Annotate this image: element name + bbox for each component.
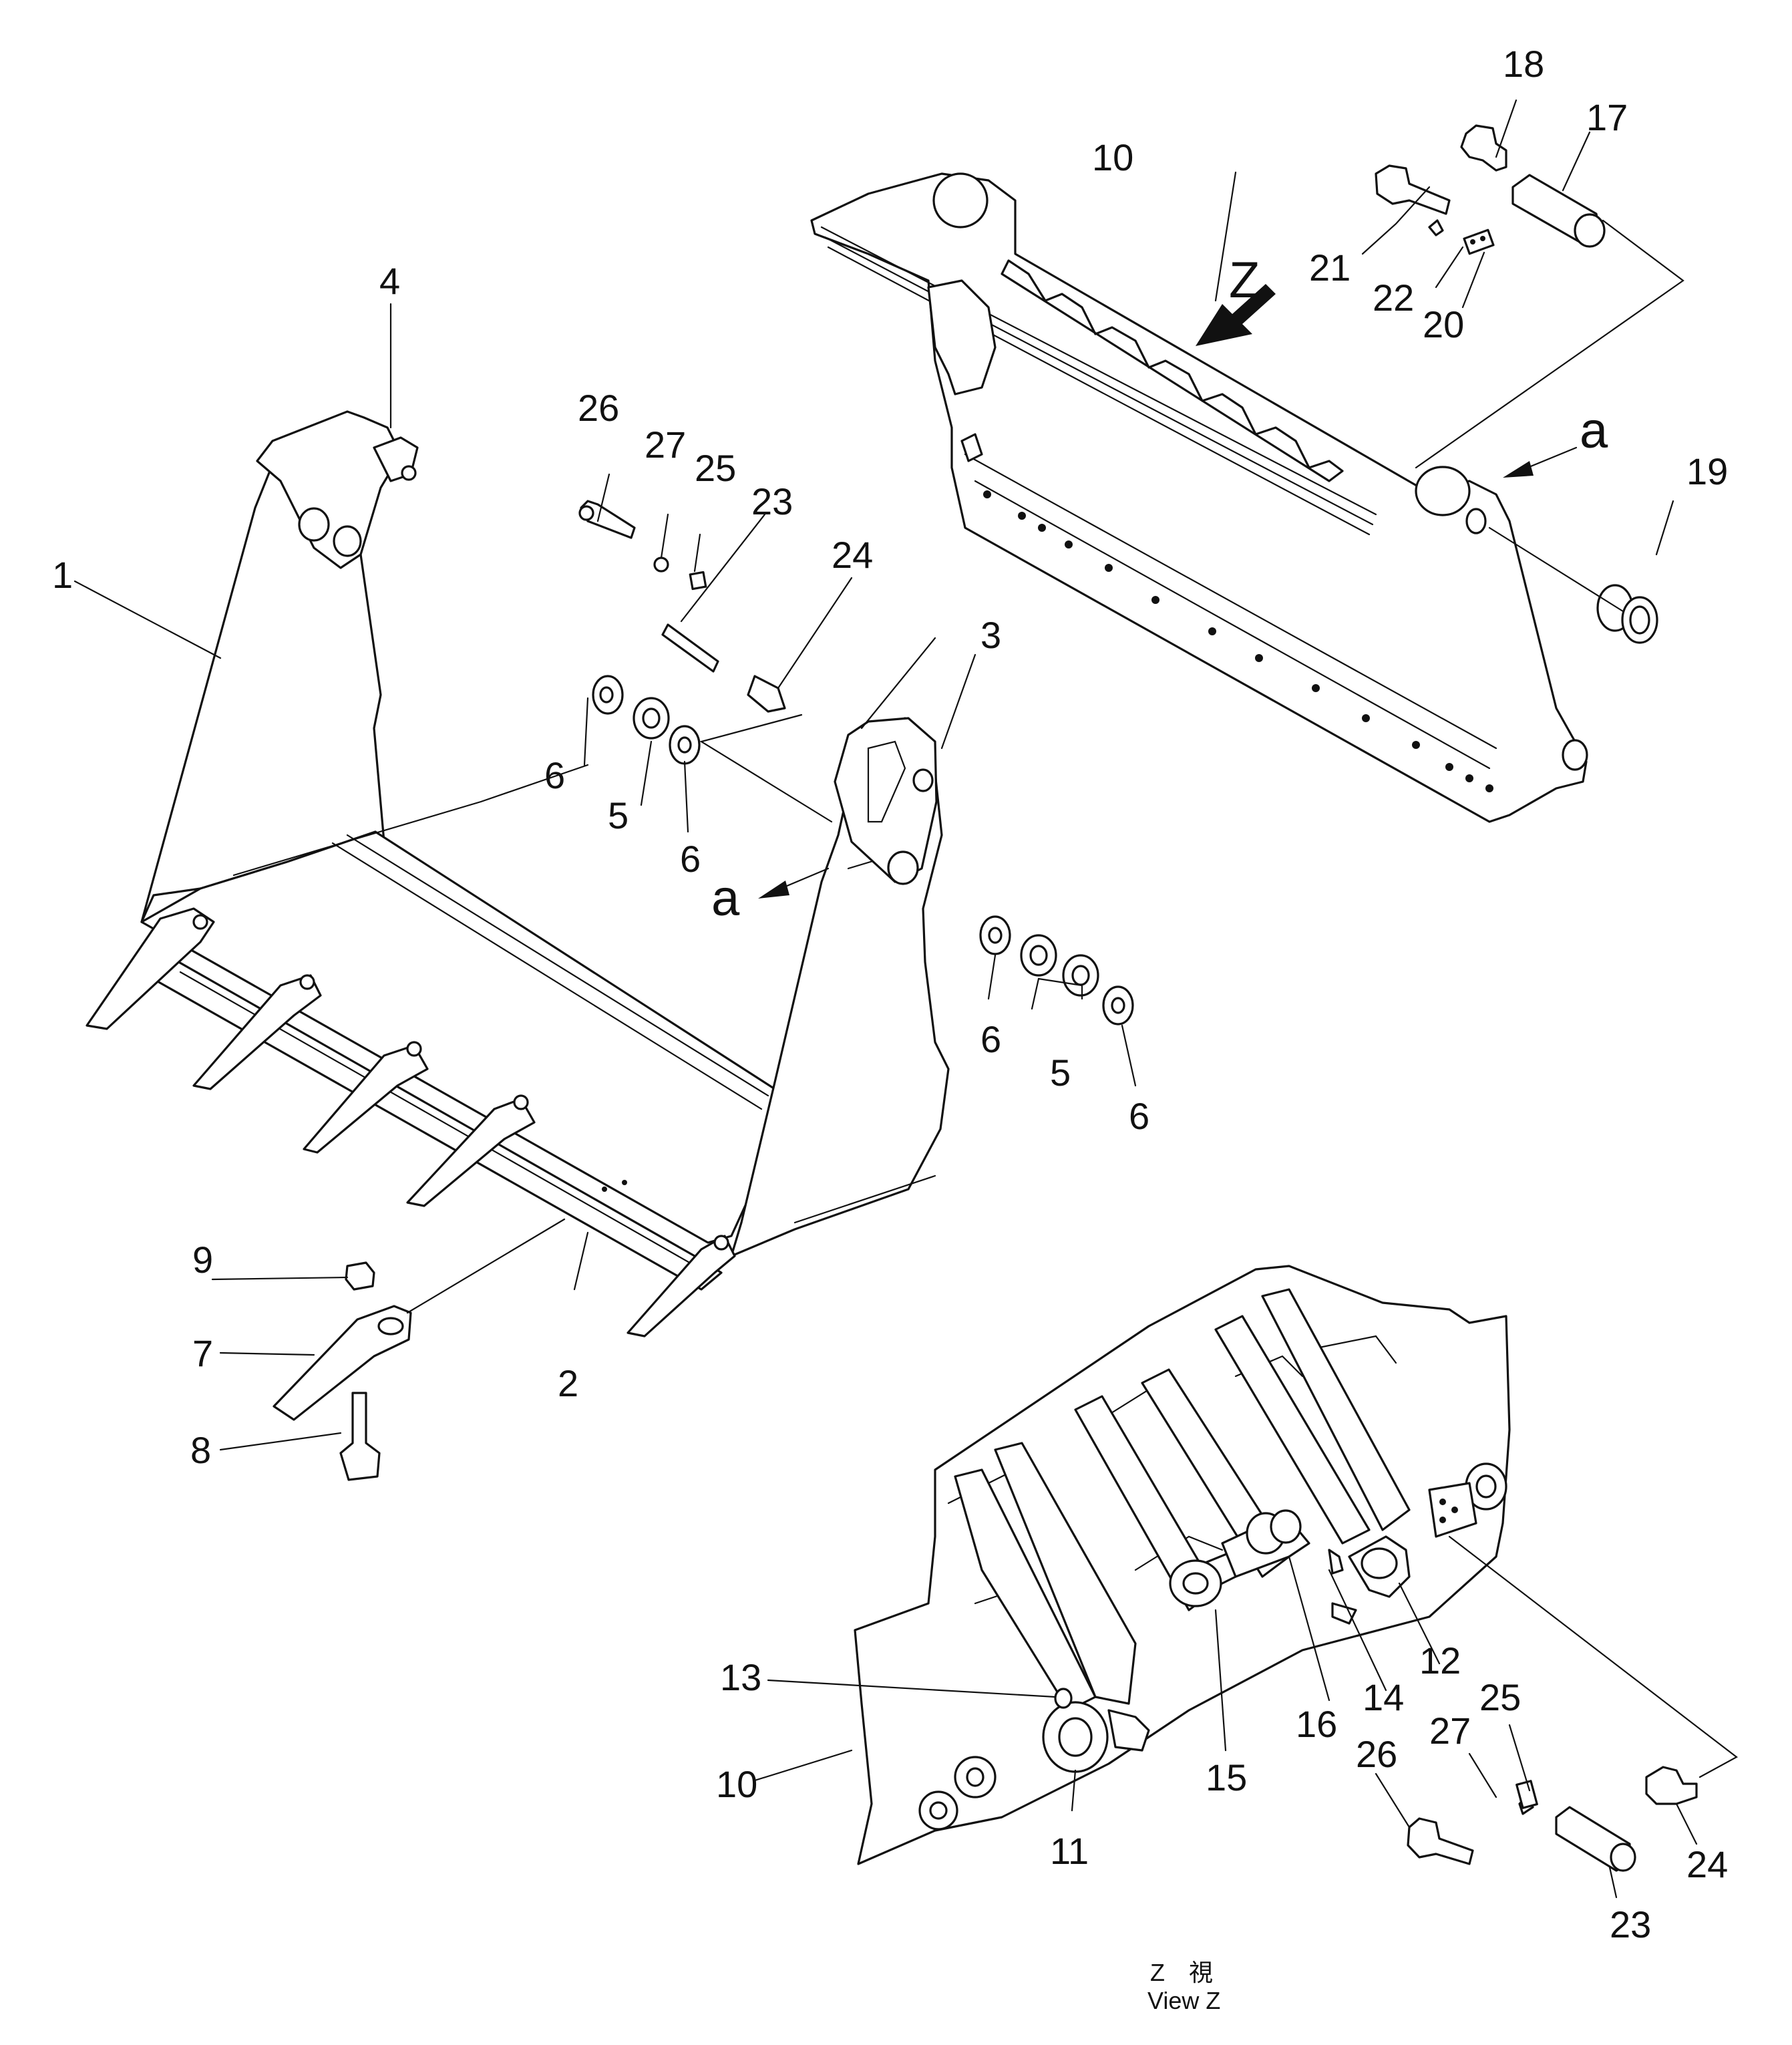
label-14: 14 [1363, 1676, 1404, 1718]
label-26a: 26 [578, 387, 619, 429]
hinge-bracket-right [834, 717, 938, 883]
label-20: 20 [1423, 303, 1464, 345]
label-24a: 24 [832, 534, 873, 576]
label-8: 8 [190, 1429, 211, 1471]
coupler-frame-upper [810, 172, 1588, 823]
label-21: 21 [1309, 247, 1351, 289]
bolt-nut [345, 1261, 375, 1291]
callout-a-left: a [711, 870, 740, 927]
label-27b: 27 [1429, 1710, 1471, 1752]
tooth-kit [273, 1261, 412, 1481]
part-number-labels: 1 2 3 4 5 5 6 6 6 6 7 8 9 10 10 11 12 13… [52, 43, 1728, 1945]
view-z-assembly [854, 1265, 1698, 1872]
label-5b: 5 [1050, 1052, 1071, 1094]
label-11: 11 [1050, 1830, 1089, 1872]
label-25b: 25 [1479, 1676, 1521, 1718]
callout-a-right: a [1580, 402, 1608, 459]
label-26b: 26 [1356, 1733, 1397, 1775]
label-17: 17 [1586, 96, 1628, 138]
label-6c: 6 [980, 1018, 1001, 1060]
view-caption: Z 視 View Z [1147, 1959, 1220, 2014]
caption-line-1: Z 視 [1150, 1959, 1213, 1986]
label-10b: 10 [716, 1763, 757, 1805]
label-27a: 27 [645, 424, 686, 466]
label-12: 12 [1419, 1639, 1461, 1682]
label-3: 3 [980, 614, 1001, 656]
view-direction-arrow [1196, 284, 1276, 346]
leader-lines [73, 99, 1739, 1899]
label-10a: 10 [1092, 136, 1133, 178]
label-5a: 5 [608, 794, 629, 836]
label-19: 19 [1686, 450, 1728, 492]
label-23b: 23 [1610, 1903, 1651, 1945]
label-2: 2 [558, 1362, 578, 1404]
arrow-a-left [758, 867, 830, 899]
caption-line-2: View Z [1147, 1987, 1220, 2014]
label-4: 4 [379, 260, 400, 302]
label-7: 7 [192, 1332, 213, 1374]
label-9: 9 [192, 1239, 213, 1281]
label-24b: 24 [1686, 1843, 1728, 1885]
callout-z: Z [1229, 252, 1260, 309]
label-6b: 6 [680, 838, 701, 880]
callout-letters: Z a a [711, 252, 1608, 927]
label-18: 18 [1503, 43, 1544, 85]
bucket-teeth [85, 907, 736, 1338]
tooth-point [273, 1305, 412, 1421]
pin-kit-upper [1375, 124, 1658, 644]
label-15: 15 [1206, 1756, 1247, 1798]
label-6a: 6 [544, 754, 565, 796]
tooth-bolt [339, 1392, 381, 1481]
bucket-assembly [85, 410, 950, 1338]
arrow-a-right [1503, 446, 1578, 478]
label-6d: 6 [1129, 1095, 1149, 1137]
hinge-hardware-left [578, 500, 1134, 1026]
label-16: 16 [1296, 1703, 1337, 1745]
label-13: 13 [720, 1656, 761, 1698]
mounting-holes [983, 490, 1493, 792]
label-1: 1 [52, 554, 73, 596]
label-25a: 25 [695, 447, 736, 489]
label-22: 22 [1373, 277, 1414, 319]
label-23a: 23 [751, 480, 793, 522]
